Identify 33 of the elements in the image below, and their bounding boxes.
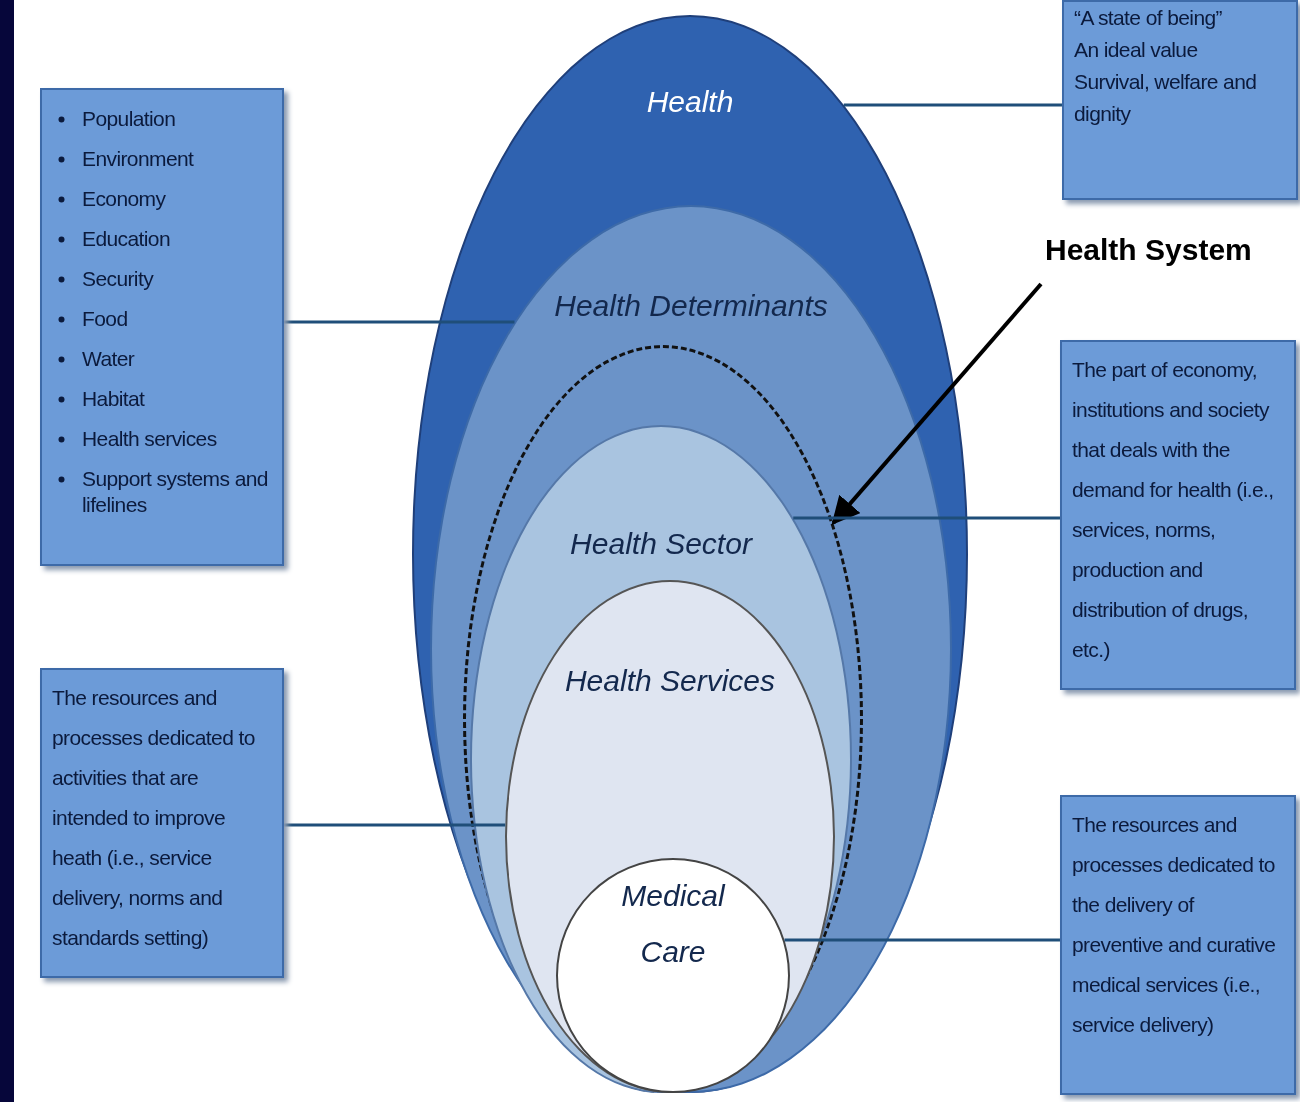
box-text: The resources and processes dedicated to the delivery of preventive and curative medical services (i.e., service delivery): [1072, 812, 1277, 1038]
ellipse-label: Health Determinants: [553, 289, 829, 323]
ellipse-label: Health Services: [563, 664, 777, 698]
bullet-item: Economy: [82, 186, 167, 212]
box-text: The part of economy, institutions and society that deals with the demand for health (i.e., services, norms, production and distribution of drugs, etc.): [1072, 357, 1275, 663]
leader-line: [843, 103, 1062, 107]
box-text: “A state of being”: [1074, 5, 1223, 31]
bullet-item: Support systems and lifelines: [82, 466, 269, 518]
text-box: [40, 88, 284, 566]
box-text: The resources and processes dedicated to activities that are intended to improve heath (i.e., service delivery, norms and standards setting): [52, 685, 256, 951]
bullet-item: Water: [82, 346, 136, 372]
leader-line: [784, 938, 1060, 942]
arrow: [831, 282, 1043, 526]
leader-line: [793, 516, 1060, 520]
box-text: An ideal value: [1074, 37, 1199, 63]
text-box: [1060, 795, 1296, 1095]
ellipse-label: Health: [645, 85, 735, 119]
bullet-item: Education: [82, 226, 171, 252]
leader-line: [284, 320, 515, 324]
bullet-item: Environment: [82, 146, 195, 172]
text-box: [1060, 340, 1296, 690]
bullet-item: Health services: [82, 426, 218, 452]
text-box: [1062, 0, 1298, 200]
bullet-item: Population: [82, 106, 177, 132]
leader-line: [284, 823, 506, 827]
ellipse-label: Health Sector: [569, 527, 754, 561]
bullet-item: Food: [82, 306, 129, 332]
bullet-item: Security: [82, 266, 155, 292]
box-text: Survival, welfare and dignity: [1074, 69, 1258, 127]
text-box: [40, 668, 284, 978]
ellipse-label: Medical Care: [620, 878, 727, 970]
bullet-item: Habitat: [82, 386, 146, 412]
heading: Health System: [1045, 233, 1252, 278]
